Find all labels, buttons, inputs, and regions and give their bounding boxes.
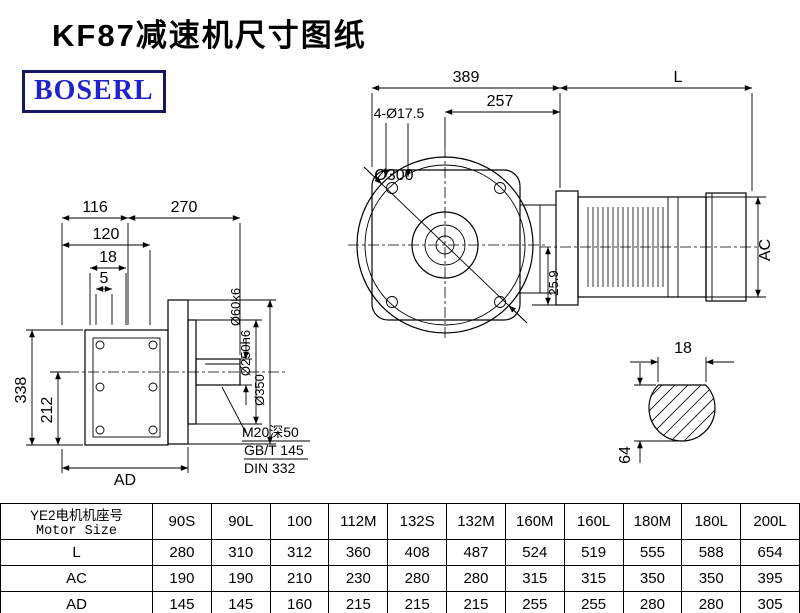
note-tap: M20深50	[242, 424, 299, 440]
table-row-ad: AD 145 145 160 215 215 215 255 255 280 2…	[0, 591, 800, 613]
front-view: Ø300 389 L 257	[348, 69, 774, 340]
dim-value-cell: 280	[387, 565, 448, 592]
table-row-l: L 280 310 312 360 408 487 524 519 555 58…	[0, 539, 800, 566]
dim-value-cell: 280	[681, 591, 742, 613]
size-col-header: 100	[269, 503, 330, 540]
dim-holes: 4-Ø17.5	[374, 105, 425, 121]
size-col-header: 180L	[681, 503, 742, 540]
row-label: L	[0, 539, 153, 566]
dim-value-cell: 190	[210, 565, 271, 592]
dim-l: L	[674, 69, 683, 86]
dim-value-cell: 487	[446, 539, 506, 566]
row-label: AD	[0, 591, 153, 613]
dim-value-cell: 160	[269, 591, 330, 613]
dim-ac: AC	[757, 239, 774, 261]
dim-value-cell: 280	[152, 539, 212, 566]
technical-drawing: 116 270 120 18 5 338 212 AD Ø60k6	[13, 69, 774, 489]
dim-value-cell: 315	[504, 565, 565, 592]
dia-flange-label: Ø350	[252, 374, 267, 406]
shaft-section: 18 64	[617, 340, 734, 464]
dim-value-cell: 145	[152, 591, 212, 613]
size-col-header: 90L	[210, 503, 271, 540]
dia-shaft-label: Ø60k6	[228, 288, 243, 326]
dim-value-cell: 215	[328, 591, 389, 613]
dim-5: 5	[100, 270, 109, 287]
dim-18-shaft: 18	[674, 340, 692, 357]
dim-value-cell: 555	[622, 539, 683, 566]
note-std2: DIN 332	[244, 460, 296, 476]
size-col-header: 112M	[328, 503, 389, 540]
page-title: KF87减速机尺寸图纸	[52, 18, 367, 53]
dim-389: 389	[453, 69, 480, 86]
dim-270: 270	[171, 199, 198, 216]
dim-value-cell: 280	[622, 591, 683, 613]
dim-120: 120	[93, 226, 120, 243]
motor-size-header: YE2电机机座号 Motor Size	[0, 503, 153, 540]
dim-value-cell: 305	[740, 591, 800, 613]
dim-ad: AD	[114, 472, 136, 489]
dim-338: 338	[13, 377, 30, 404]
dim-value-cell: 255	[504, 591, 565, 613]
motor-size-label-en: Motor Size	[35, 524, 117, 539]
dim-value-cell: 408	[387, 539, 448, 566]
note-std1: GB/T 145	[244, 442, 304, 458]
row-label: AC	[0, 565, 153, 592]
dim-value-cell: 395	[740, 565, 800, 592]
dim-value-cell: 215	[387, 591, 448, 613]
dim-value-cell: 360	[328, 539, 389, 566]
size-col-header: 160M	[504, 503, 565, 540]
dim-18-side: 18	[99, 249, 117, 266]
dim-value-cell: 215	[446, 591, 506, 613]
dim-value-cell: 210	[269, 565, 330, 592]
dim-value-cell: 315	[563, 565, 624, 592]
dim-value-cell: 230	[328, 565, 389, 592]
brand-logo: BOSERL	[22, 70, 166, 113]
size-col-header: 200L	[740, 503, 800, 540]
dim-value-cell: 654	[740, 539, 800, 566]
table-row-ac: AC 190 190 210 230 280 280 315 315 350 3…	[0, 565, 800, 592]
dim-value-cell: 350	[681, 565, 742, 592]
dim-212: 212	[39, 397, 56, 424]
dia-pilot-label: Ø250h6	[238, 330, 253, 376]
table-header-row: YE2电机机座号 Motor Size 90S 90L 100 112M 132…	[0, 503, 800, 540]
size-col-header: 160L	[563, 503, 624, 540]
dim-64: 64	[617, 446, 634, 464]
dim-116: 116	[82, 199, 108, 216]
dim-value-cell: 524	[504, 539, 565, 566]
dim-value-cell: 519	[563, 539, 624, 566]
dim-25-9: 25.9	[546, 270, 561, 295]
side-view: 116 270 120 18 5 338 212 AD Ø60k6	[13, 199, 310, 489]
size-col-header: 180M	[622, 503, 683, 540]
dim-257: 257	[487, 93, 514, 110]
dim-value-cell: 280	[446, 565, 506, 592]
size-col-header: 132S	[387, 503, 448, 540]
dim-value-cell: 350	[622, 565, 683, 592]
dim-value-cell: 190	[152, 565, 212, 592]
dim-value-cell: 588	[681, 539, 742, 566]
dim-value-cell: 145	[210, 591, 271, 613]
motor-size-label-cn: YE2电机机座号	[29, 508, 124, 523]
size-col-header: 90S	[152, 503, 212, 540]
dim-value-cell: 312	[269, 539, 330, 566]
dim-value-cell: 255	[563, 591, 624, 613]
dimension-table: YE2电机机座号 Motor Size 90S 90L 100 112M 132…	[0, 503, 800, 613]
size-col-header: 132M	[446, 503, 506, 540]
dim-value-cell: 310	[210, 539, 271, 566]
